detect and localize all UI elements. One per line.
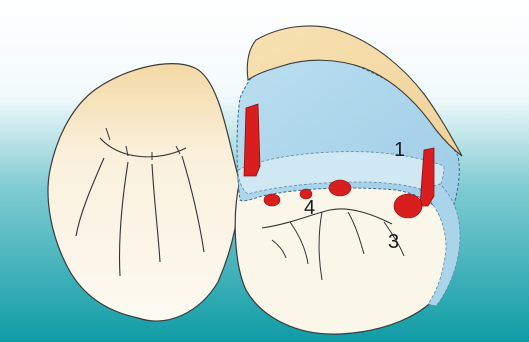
red-mark-dot-3 <box>329 180 351 196</box>
label-3: 3 <box>388 231 399 253</box>
red-mark-dot-4 <box>394 194 422 218</box>
red-mark-left-wall <box>244 104 260 176</box>
label-1: 1 <box>394 139 405 161</box>
label-4: 4 <box>304 197 315 219</box>
red-mark-dot-1 <box>264 194 280 206</box>
